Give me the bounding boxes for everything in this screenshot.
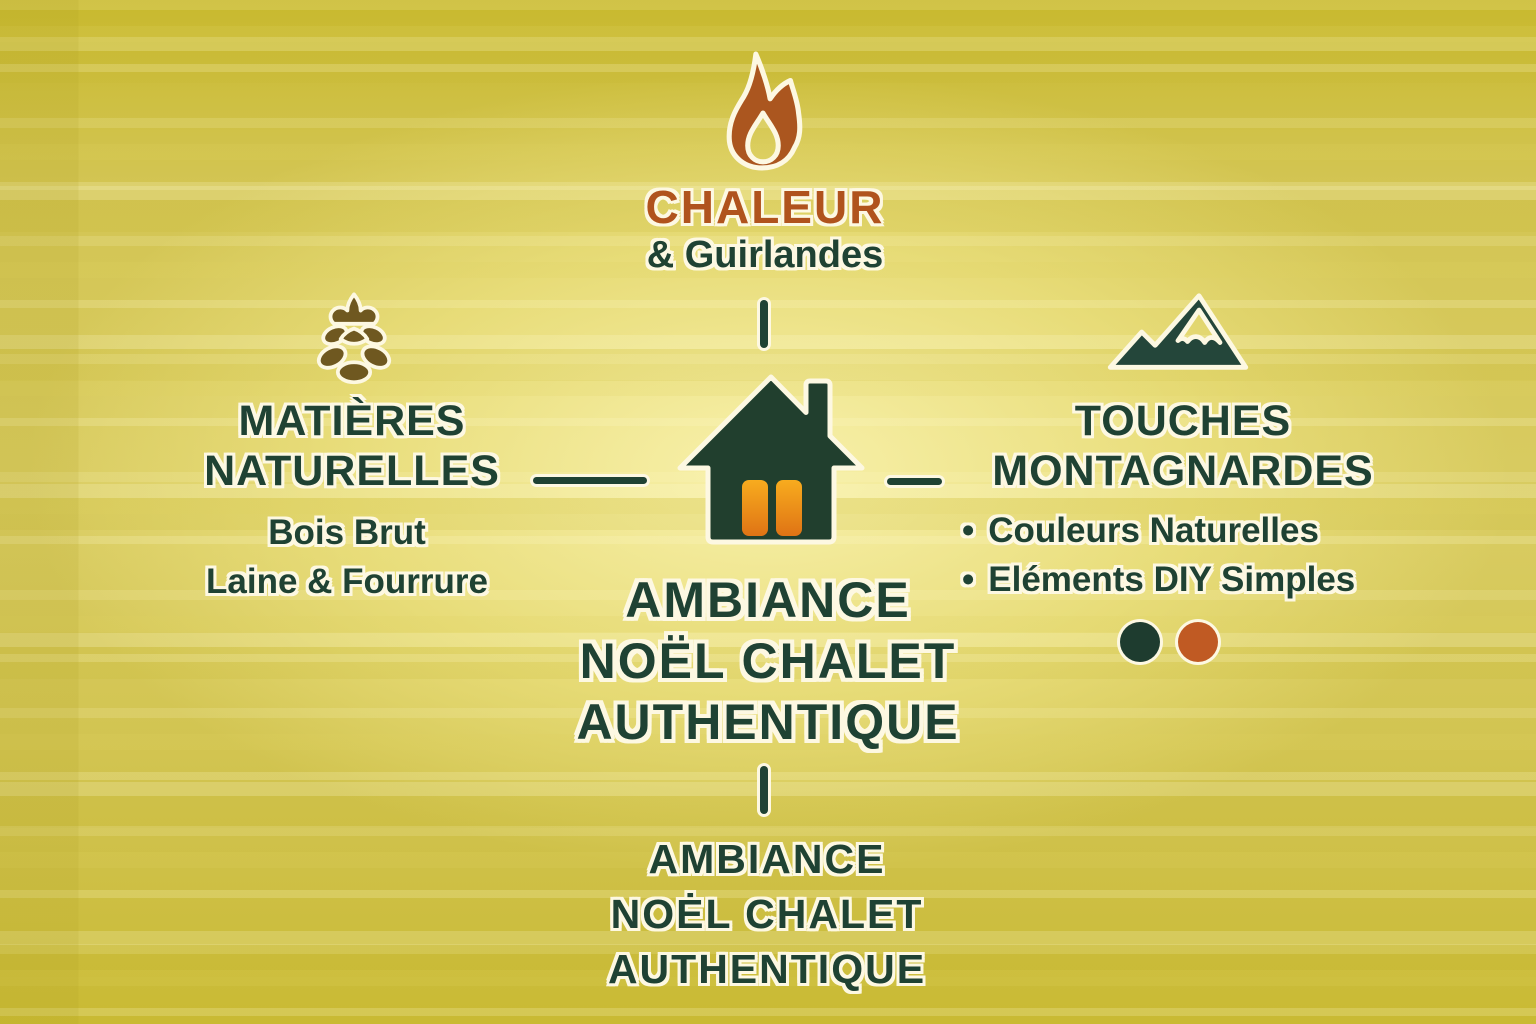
- connector-left-horizontal: [533, 477, 647, 484]
- left-heading-line2: NATURELLES: [204, 447, 500, 495]
- bullet-marker: •: [962, 511, 975, 550]
- left-heading-line1: MATIÈRES: [238, 397, 466, 445]
- right-bullet-list: • Couleurs Naturelles • Eléments DIY Sim…: [962, 506, 1355, 604]
- left-heading: MATIÈRES NATURELLES: [152, 396, 552, 496]
- main-title: AMBIANCE NOËL CHALET AUTHENTIQUE: [518, 570, 1018, 753]
- mountain-icon: [1106, 290, 1250, 374]
- bottom-title-line2: NOĖL CHALET: [610, 891, 924, 937]
- chaleur-subtitle: & Guirlandes: [646, 234, 884, 276]
- flame-icon: [716, 50, 812, 172]
- connector-right-horizontal: [887, 478, 942, 485]
- color-swatches: [1120, 622, 1218, 662]
- bullet-label: Couleurs Naturelles: [988, 511, 1319, 550]
- bottom-title-line3: AUTHENTIQUE: [607, 946, 927, 992]
- right-heading: TOUCHES MONTAGNARDES: [983, 396, 1383, 496]
- main-title-line1: AMBIANCE: [625, 572, 911, 628]
- bullet-label: Eléments DIY Simples: [988, 560, 1356, 599]
- right-heading-line1: TOUCHES: [1074, 397, 1292, 445]
- left-items: Bois Brut Laine & Fourrure: [147, 508, 547, 606]
- green-dot-swatch: [1120, 622, 1160, 662]
- orange-dot-swatch: [1178, 622, 1218, 662]
- left-item: Laine & Fourrure: [206, 562, 488, 601]
- chaleur-title: CHALEUR: [645, 181, 885, 233]
- right-heading-line2: MONTAGNARDES: [992, 447, 1374, 495]
- bottom-title: AMBIANCE NOĖL CHALET AUTHENTIQUE: [517, 832, 1017, 997]
- connector-bottom-vertical: [760, 766, 768, 814]
- bullet-item: • Couleurs Naturelles: [962, 506, 1355, 555]
- pinecone-icon: [316, 292, 392, 386]
- bullet-item: • Eléments DIY Simples: [962, 555, 1355, 604]
- main-title-line2: NOËL CHALET: [579, 633, 957, 689]
- main-title-line3: AUTHENTIQUE: [576, 694, 960, 750]
- left-item: Bois Brut: [268, 513, 426, 552]
- bottom-title-line1: AMBIANCE: [648, 836, 886, 882]
- connector-top-vertical: [760, 300, 768, 348]
- bullet-marker: •: [962, 560, 975, 599]
- house-icon: [676, 372, 866, 548]
